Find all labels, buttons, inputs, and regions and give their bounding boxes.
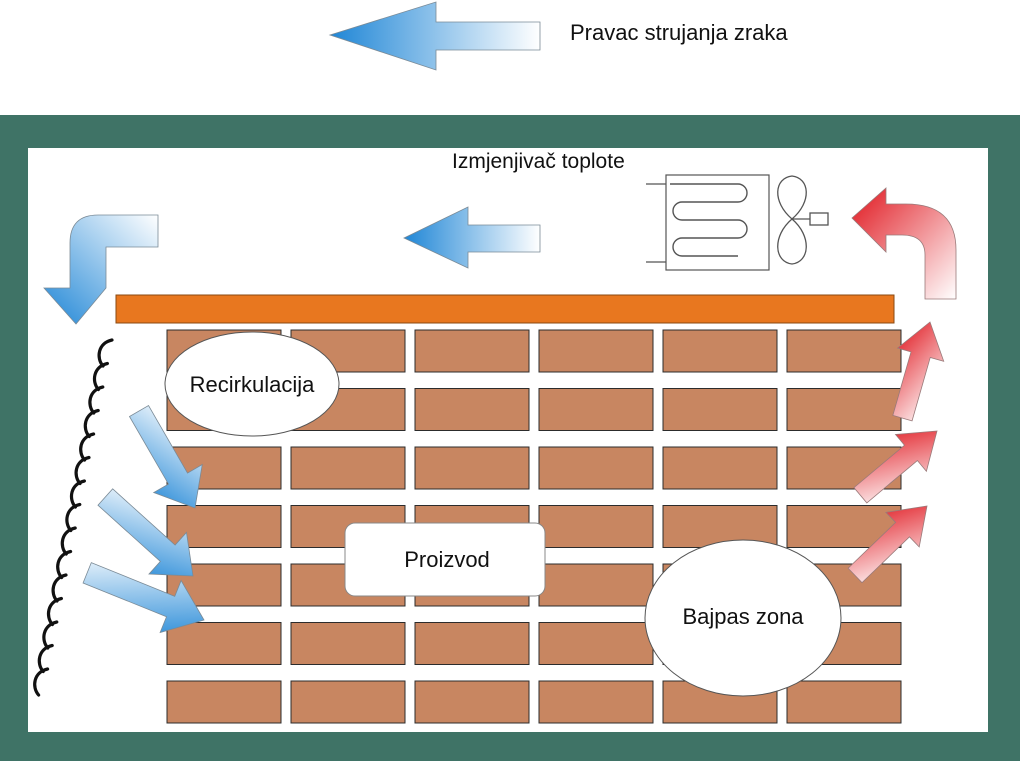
- bypass-label: Bajpas zona: [682, 604, 804, 629]
- heat-exchanger-label: Izmjenjivač toplote: [452, 150, 625, 173]
- brick: [290, 622, 406, 665]
- recirculation-zone: Recirkulacija: [164, 331, 340, 437]
- brick: [662, 329, 778, 373]
- louver-vane: [46, 596, 63, 627]
- inlet-arrow-icon: [97, 488, 194, 577]
- brick: [538, 622, 654, 665]
- brick: [538, 329, 654, 373]
- brick: [538, 505, 654, 548]
- louver-vane: [51, 573, 68, 603]
- airflow-legend-label: Pravac strujanja zraka: [570, 20, 788, 45]
- product-zone: Proizvod: [344, 522, 546, 597]
- heat-exchanger: Izmjenjivač toplote: [452, 150, 829, 271]
- inlet-arrow-icon: [128, 404, 203, 509]
- louver-vane: [33, 667, 50, 697]
- outlet-arrow-icon: [892, 321, 945, 422]
- recirculation-label: Recirkulacija: [190, 372, 315, 397]
- left-corner-arrow-icon: [43, 214, 159, 325]
- brick: [662, 446, 778, 490]
- louver-vane: [83, 408, 100, 439]
- brick: [414, 329, 530, 373]
- brick: [290, 446, 406, 490]
- outlet-arrow-icon: [853, 430, 938, 504]
- brick: [166, 680, 282, 724]
- brick: [538, 680, 654, 724]
- brick: [414, 622, 530, 665]
- brick: [786, 680, 902, 724]
- product-label: Proizvod: [404, 547, 490, 572]
- brick: [414, 388, 530, 431]
- top-airflow-arrow-icon: [403, 206, 541, 269]
- louver-vane: [37, 643, 54, 674]
- louver-vane: [88, 385, 105, 415]
- top-shelf: [115, 294, 895, 324]
- outlet-arrow-icon: [847, 505, 928, 584]
- bypass-zone: Bajpas zona: [644, 539, 842, 697]
- brick: [786, 388, 902, 431]
- brick: [662, 388, 778, 431]
- louver-vanes: [33, 338, 114, 697]
- fan-icon: [777, 175, 829, 265]
- brick: [538, 563, 654, 607]
- louver-vane: [69, 479, 86, 509]
- louver-vane: [74, 455, 91, 486]
- brick: [414, 680, 530, 724]
- louver-vane: [97, 338, 114, 368]
- louver-vane: [56, 549, 73, 580]
- outlet-arrows: [847, 321, 945, 584]
- louver-vane: [92, 361, 109, 392]
- louver-vane: [60, 526, 77, 556]
- louver-vane: [79, 432, 96, 462]
- airflow-legend-arrow-icon: [328, 1, 541, 71]
- brick: [414, 446, 530, 490]
- brick: [290, 680, 406, 724]
- brick: [538, 446, 654, 490]
- right-corner-arrow-icon: [851, 187, 957, 300]
- louver-vane: [42, 620, 59, 650]
- heat-exchanger-coil-icon: [670, 183, 748, 257]
- heat-exchanger-box: [665, 174, 770, 271]
- airflow-legend: Pravac strujanja zraka: [328, 1, 788, 71]
- inlet-arrow-icon: [82, 562, 205, 634]
- brick: [166, 622, 282, 665]
- inlet-arrows: [82, 404, 205, 634]
- brick: [786, 329, 902, 373]
- louver-vane: [65, 502, 82, 533]
- brick: [538, 388, 654, 431]
